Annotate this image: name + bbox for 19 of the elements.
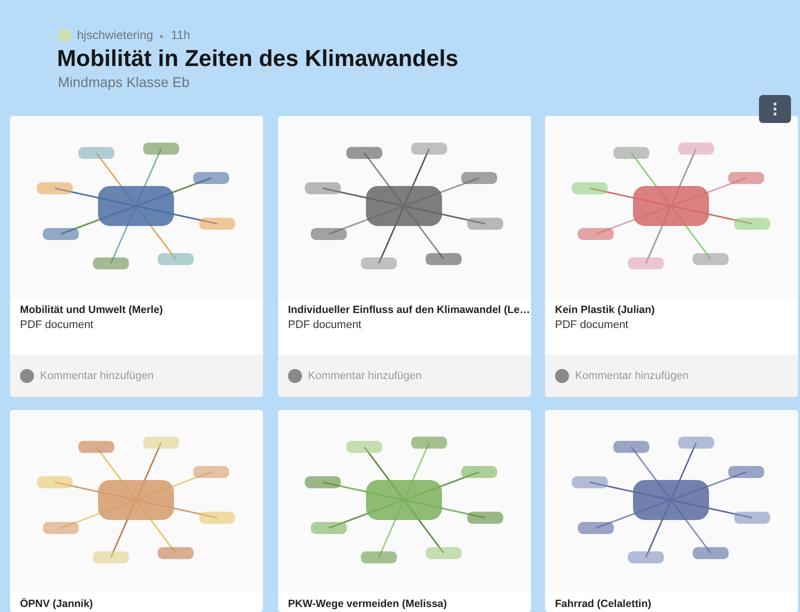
post-title: PKW-Wege vermeiden (Melissa) — [288, 598, 447, 610]
post-title: Mobilität und Umwelt (Merle) — [20, 304, 163, 316]
comment-field: Kommentar hinzufügen — [545, 355, 798, 397]
timestamp: 11h — [171, 28, 190, 42]
post-title: ÖPNV (Jannik) — [20, 598, 93, 610]
comment-field: Kommentar hinzufügen — [10, 355, 263, 397]
attachment-type: PDF document — [555, 319, 628, 331]
post-card — [545, 116, 798, 397]
board-title: Mobilität in Zeiten des Klimawandels — [57, 45, 458, 72]
board-subtitle: Mindmaps Klasse Eb — [58, 74, 190, 90]
comment-field: Kommentar hinzufügen — [278, 355, 531, 397]
post-card — [10, 116, 263, 397]
post-title: Kein Plastik (Julian) — [555, 304, 655, 316]
post-title: Fahrrad (Celalettin) — [555, 598, 652, 610]
attachment-type: PDF document — [288, 319, 362, 331]
post-card — [278, 116, 531, 397]
post-title: Individueller Einfluss auf den Klimawandel (Le… — [288, 304, 530, 316]
attachment-type: PDF document — [20, 319, 94, 331]
username: hjschwietering — [77, 28, 154, 42]
